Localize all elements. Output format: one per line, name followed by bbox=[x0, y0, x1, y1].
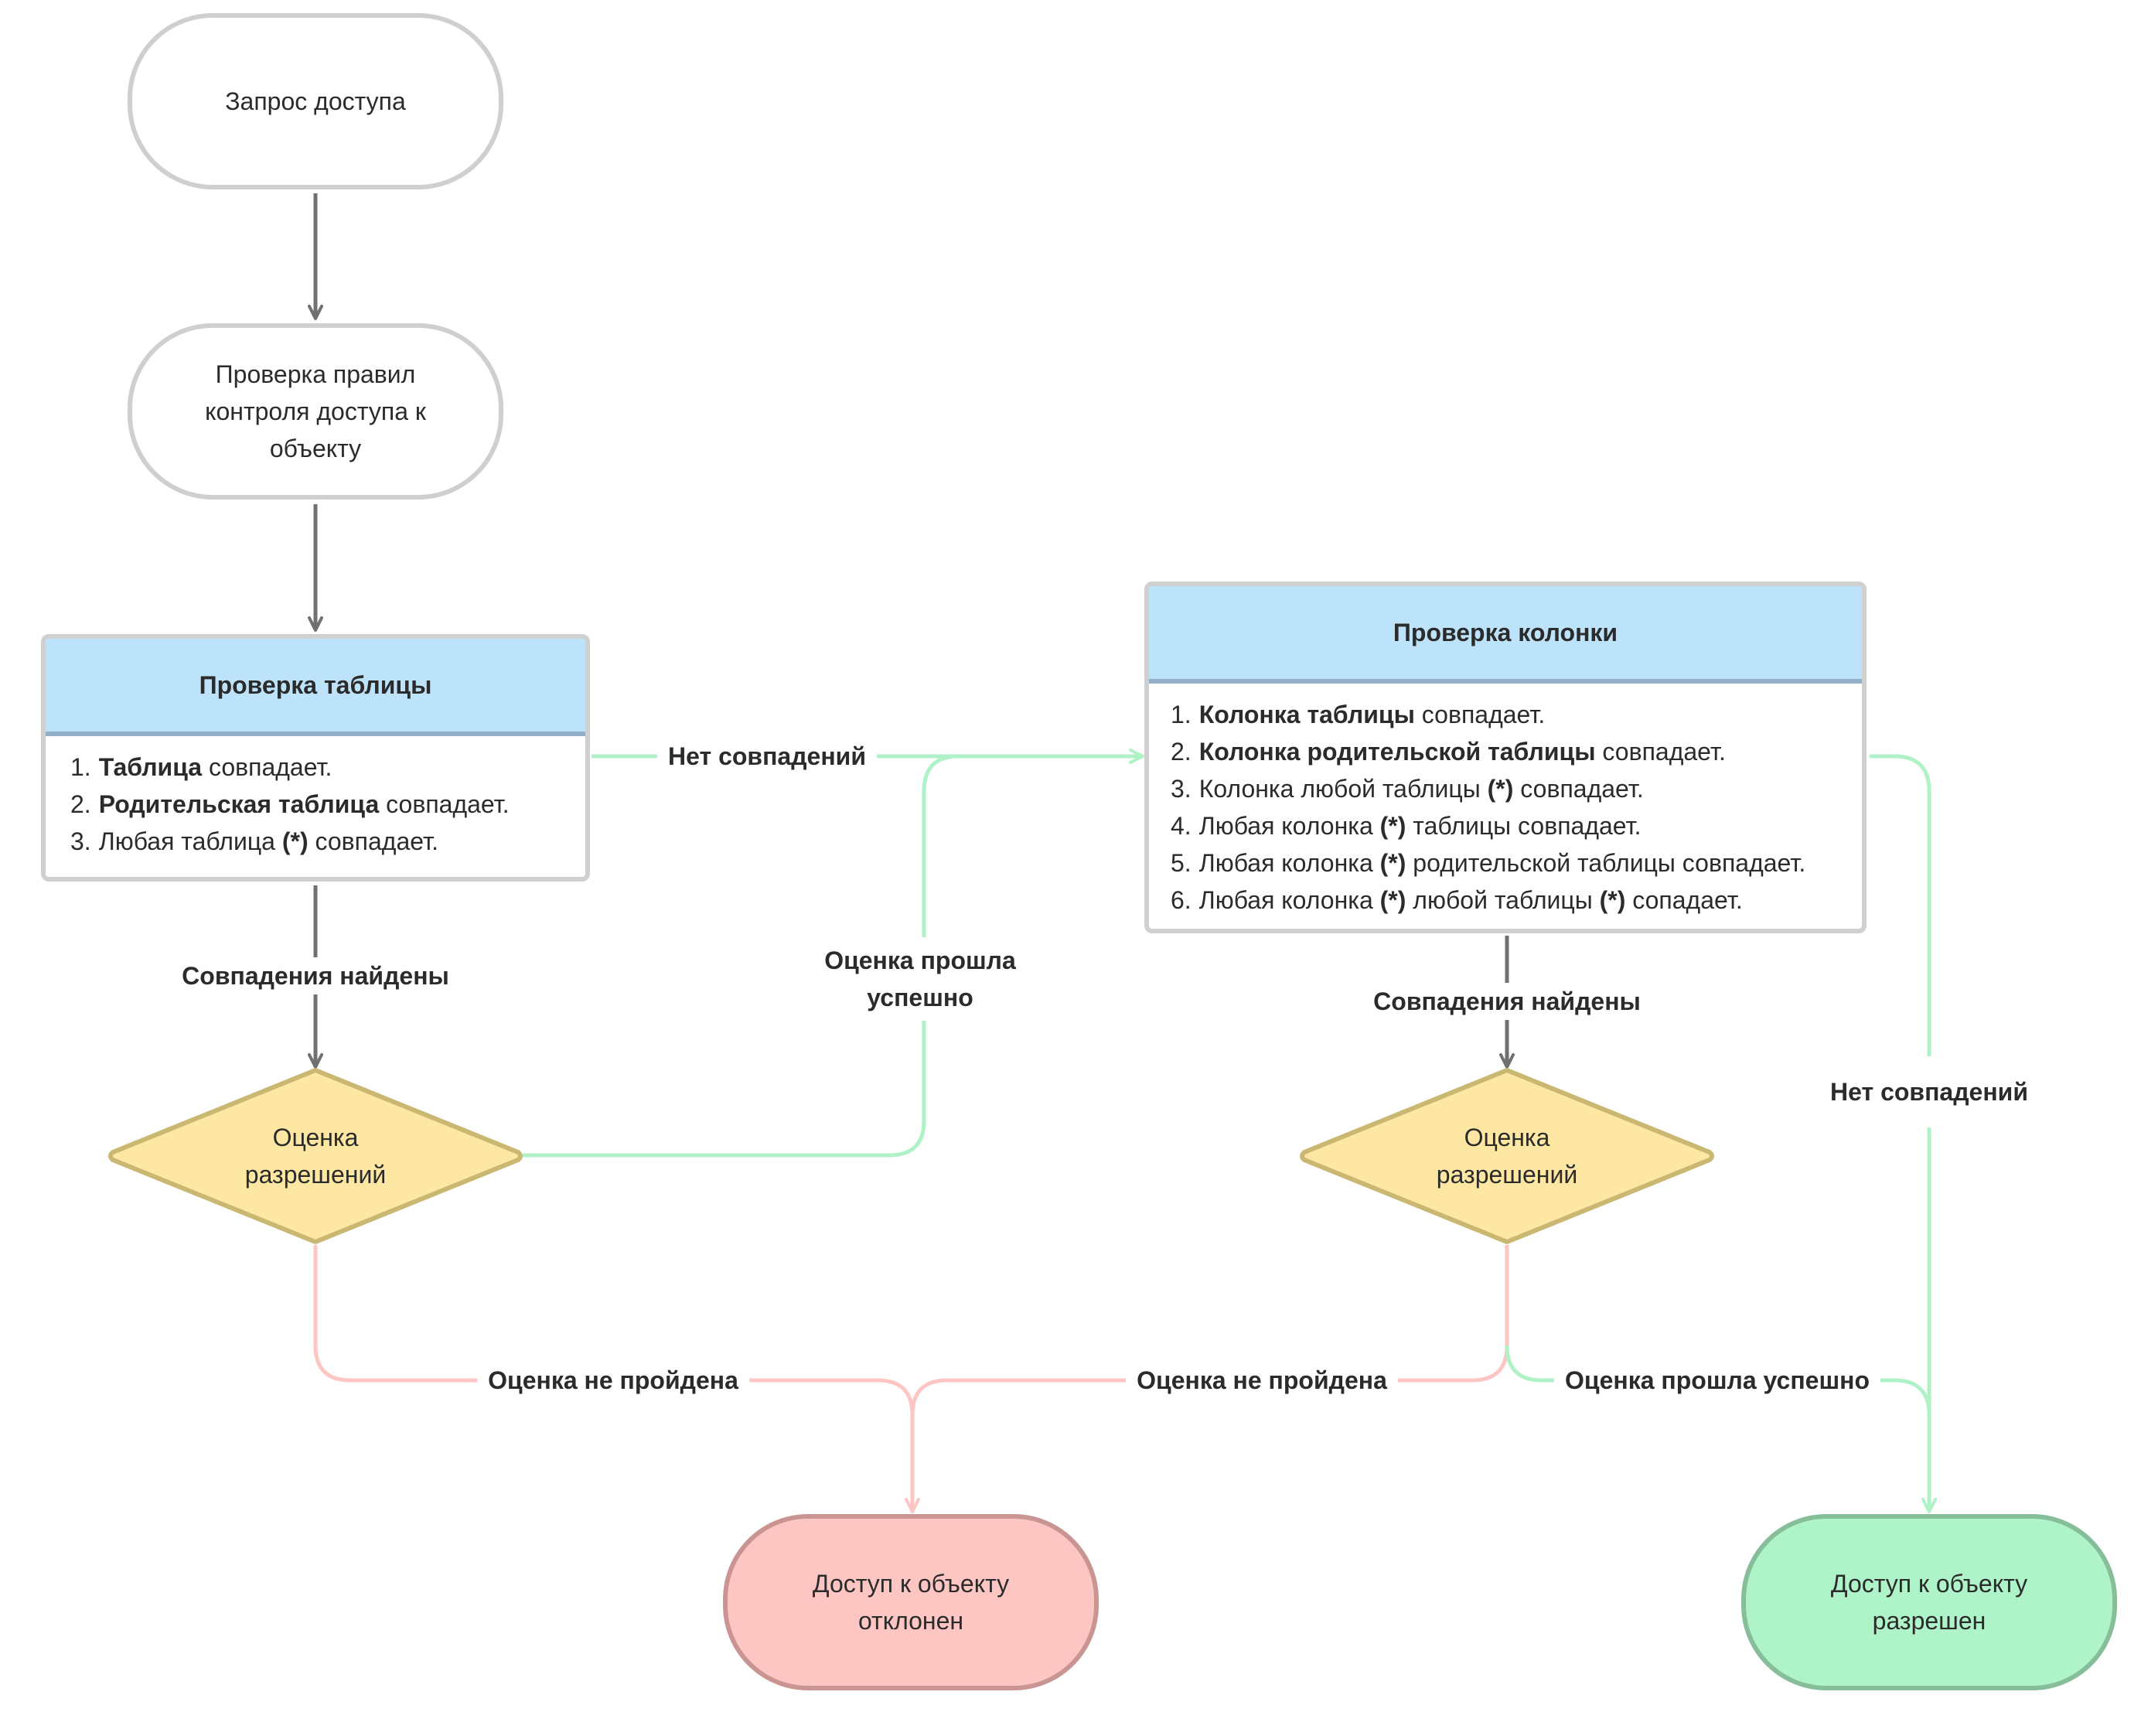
rule-text: совпадает. bbox=[1513, 775, 1644, 803]
rule-number: 4. bbox=[1171, 812, 1192, 840]
edge-label-left-eval-failed: Оценка не пройдена bbox=[477, 1362, 749, 1399]
start-node-label: Запрос доступа bbox=[225, 87, 406, 115]
edge-label-table-matches-found: Совпадения найдены bbox=[171, 957, 460, 994]
eval-left-diamond: Оценка разрешений bbox=[108, 1067, 523, 1245]
edge-label-left-eval-passed: Оценка прошла успешно bbox=[804, 937, 1036, 1021]
edge-label-column-no-match: Нет совпадений bbox=[1819, 1056, 2039, 1127]
eval-right-label: Оценка разрешений bbox=[1436, 1124, 1578, 1189]
rule-bold: Родительская таблица bbox=[98, 790, 380, 818]
rule-text: совпадает. bbox=[379, 790, 510, 818]
edge-right-eval-failed bbox=[910, 1245, 1509, 1416]
diamond-shape bbox=[108, 1068, 523, 1244]
rule-text-pre: Любая колонка bbox=[1198, 886, 1380, 914]
access-allowed-node: Доступ к объекту разрешен bbox=[1741, 1514, 2117, 1690]
column-check-rule: 5.Любая колонка (*) родительской таблицы… bbox=[1171, 844, 1862, 882]
edge-label-right-eval-passed: Оценка прошла успешно bbox=[1554, 1362, 1880, 1399]
rule-text: совпадает. bbox=[1414, 701, 1546, 728]
rule-bold: (*) bbox=[1379, 886, 1406, 914]
column-check-rule: 3.Колонка любой таблицы (*) совпадает. bbox=[1171, 770, 1862, 807]
column-check-box: Проверка колонки 1.Колонка таблицы совпа… bbox=[1144, 582, 1867, 933]
column-check-rule: 2.Колонка родительской таблицы совпадает… bbox=[1171, 733, 1862, 770]
edge-label-table-no-match: Нет совпадений bbox=[657, 738, 877, 775]
edge-label-right-eval-failed: Оценка не пройдена bbox=[1126, 1362, 1398, 1399]
rule-number: 3. bbox=[1171, 775, 1192, 803]
column-check-title: Проверка колонки bbox=[1149, 586, 1862, 684]
column-check-rule: 1.Колонка таблицы совпадает. bbox=[1171, 696, 1862, 733]
rule-text: таблицы совпадает. bbox=[1406, 812, 1642, 840]
column-check-rule: 4.Любая колонка (*) таблицы совпадает. bbox=[1171, 807, 1862, 844]
rule-number: 2. bbox=[1171, 738, 1192, 766]
rule-bold: Колонка таблицы bbox=[1198, 701, 1415, 728]
rule-text-pre: Любая таблица bbox=[98, 827, 282, 855]
acl-check-node-label: Проверка правил контроля доступа к объек… bbox=[205, 360, 426, 462]
rule-bold: (*) bbox=[1379, 812, 1406, 840]
column-check-rules: 1.Колонка таблицы совпадает. 2.Колонка р… bbox=[1149, 684, 1862, 919]
access-denied-label: Доступ к объекту отклонен bbox=[812, 1570, 1010, 1635]
rule-bold: (*) bbox=[1379, 849, 1406, 877]
rule-text-pre: Колонка любой таблицы bbox=[1198, 775, 1488, 803]
rule-number: 6. bbox=[1171, 886, 1192, 914]
rule-number: 1. bbox=[1171, 701, 1192, 728]
edge-left-eval-passed bbox=[523, 754, 960, 1158]
rule-bold-2: (*) bbox=[1599, 886, 1626, 914]
eval-right-diamond: Оценка разрешений bbox=[1300, 1067, 1714, 1245]
rule-bold: Колонка родительской таблицы bbox=[1198, 738, 1596, 766]
rule-number: 5. bbox=[1171, 849, 1192, 877]
rule-number: 3. bbox=[70, 827, 91, 855]
table-check-box: Проверка таблицы 1.Таблица совпадает. 2.… bbox=[41, 634, 590, 882]
rule-text: сопадает. bbox=[1625, 886, 1743, 914]
table-check-rule: 1.Таблица совпадает. bbox=[70, 749, 585, 786]
rule-text: совпадает. bbox=[202, 753, 332, 781]
rule-text-pre: Любая колонка bbox=[1198, 812, 1380, 840]
rule-bold: Таблица bbox=[98, 753, 203, 781]
rule-text-mid: любой таблицы bbox=[1406, 886, 1600, 914]
rule-text: совпадает. bbox=[308, 827, 438, 855]
table-check-rule: 3.Любая таблица (*) совпадает. bbox=[70, 823, 585, 860]
diamond-shape bbox=[1300, 1068, 1714, 1244]
access-allowed-label: Доступ к объекту разрешен bbox=[1830, 1570, 2028, 1635]
edge-label-column-matches-found: Совпадения найдены bbox=[1362, 983, 1652, 1020]
table-check-title: Проверка таблицы bbox=[46, 639, 585, 736]
column-check-rule: 6.Любая колонка (*) любой таблицы (*) со… bbox=[1171, 882, 1862, 919]
edge-column-no-match-to-allowed bbox=[1870, 754, 1937, 1513]
acl-check-node: Проверка правил контроля доступа к объек… bbox=[128, 323, 503, 500]
eval-left-label: Оценка разрешений bbox=[244, 1124, 387, 1189]
rule-number: 2. bbox=[70, 790, 91, 818]
table-check-rules: 1.Таблица совпадает. 2.Родительская табл… bbox=[46, 736, 585, 860]
rule-text-pre: Любая колонка bbox=[1198, 849, 1380, 877]
rule-text: совпадает. bbox=[1595, 738, 1726, 766]
start-node: Запрос доступа bbox=[128, 13, 503, 189]
table-check-rule: 2.Родительская таблица совпадает. bbox=[70, 786, 585, 823]
access-denied-node: Доступ к объекту отклонен bbox=[723, 1514, 1099, 1690]
rule-number: 1. bbox=[70, 753, 91, 781]
rule-bold: (*) bbox=[281, 827, 309, 855]
rule-text: родительской таблицы совпадает. bbox=[1406, 849, 1806, 877]
rule-bold: (*) bbox=[1487, 775, 1514, 803]
